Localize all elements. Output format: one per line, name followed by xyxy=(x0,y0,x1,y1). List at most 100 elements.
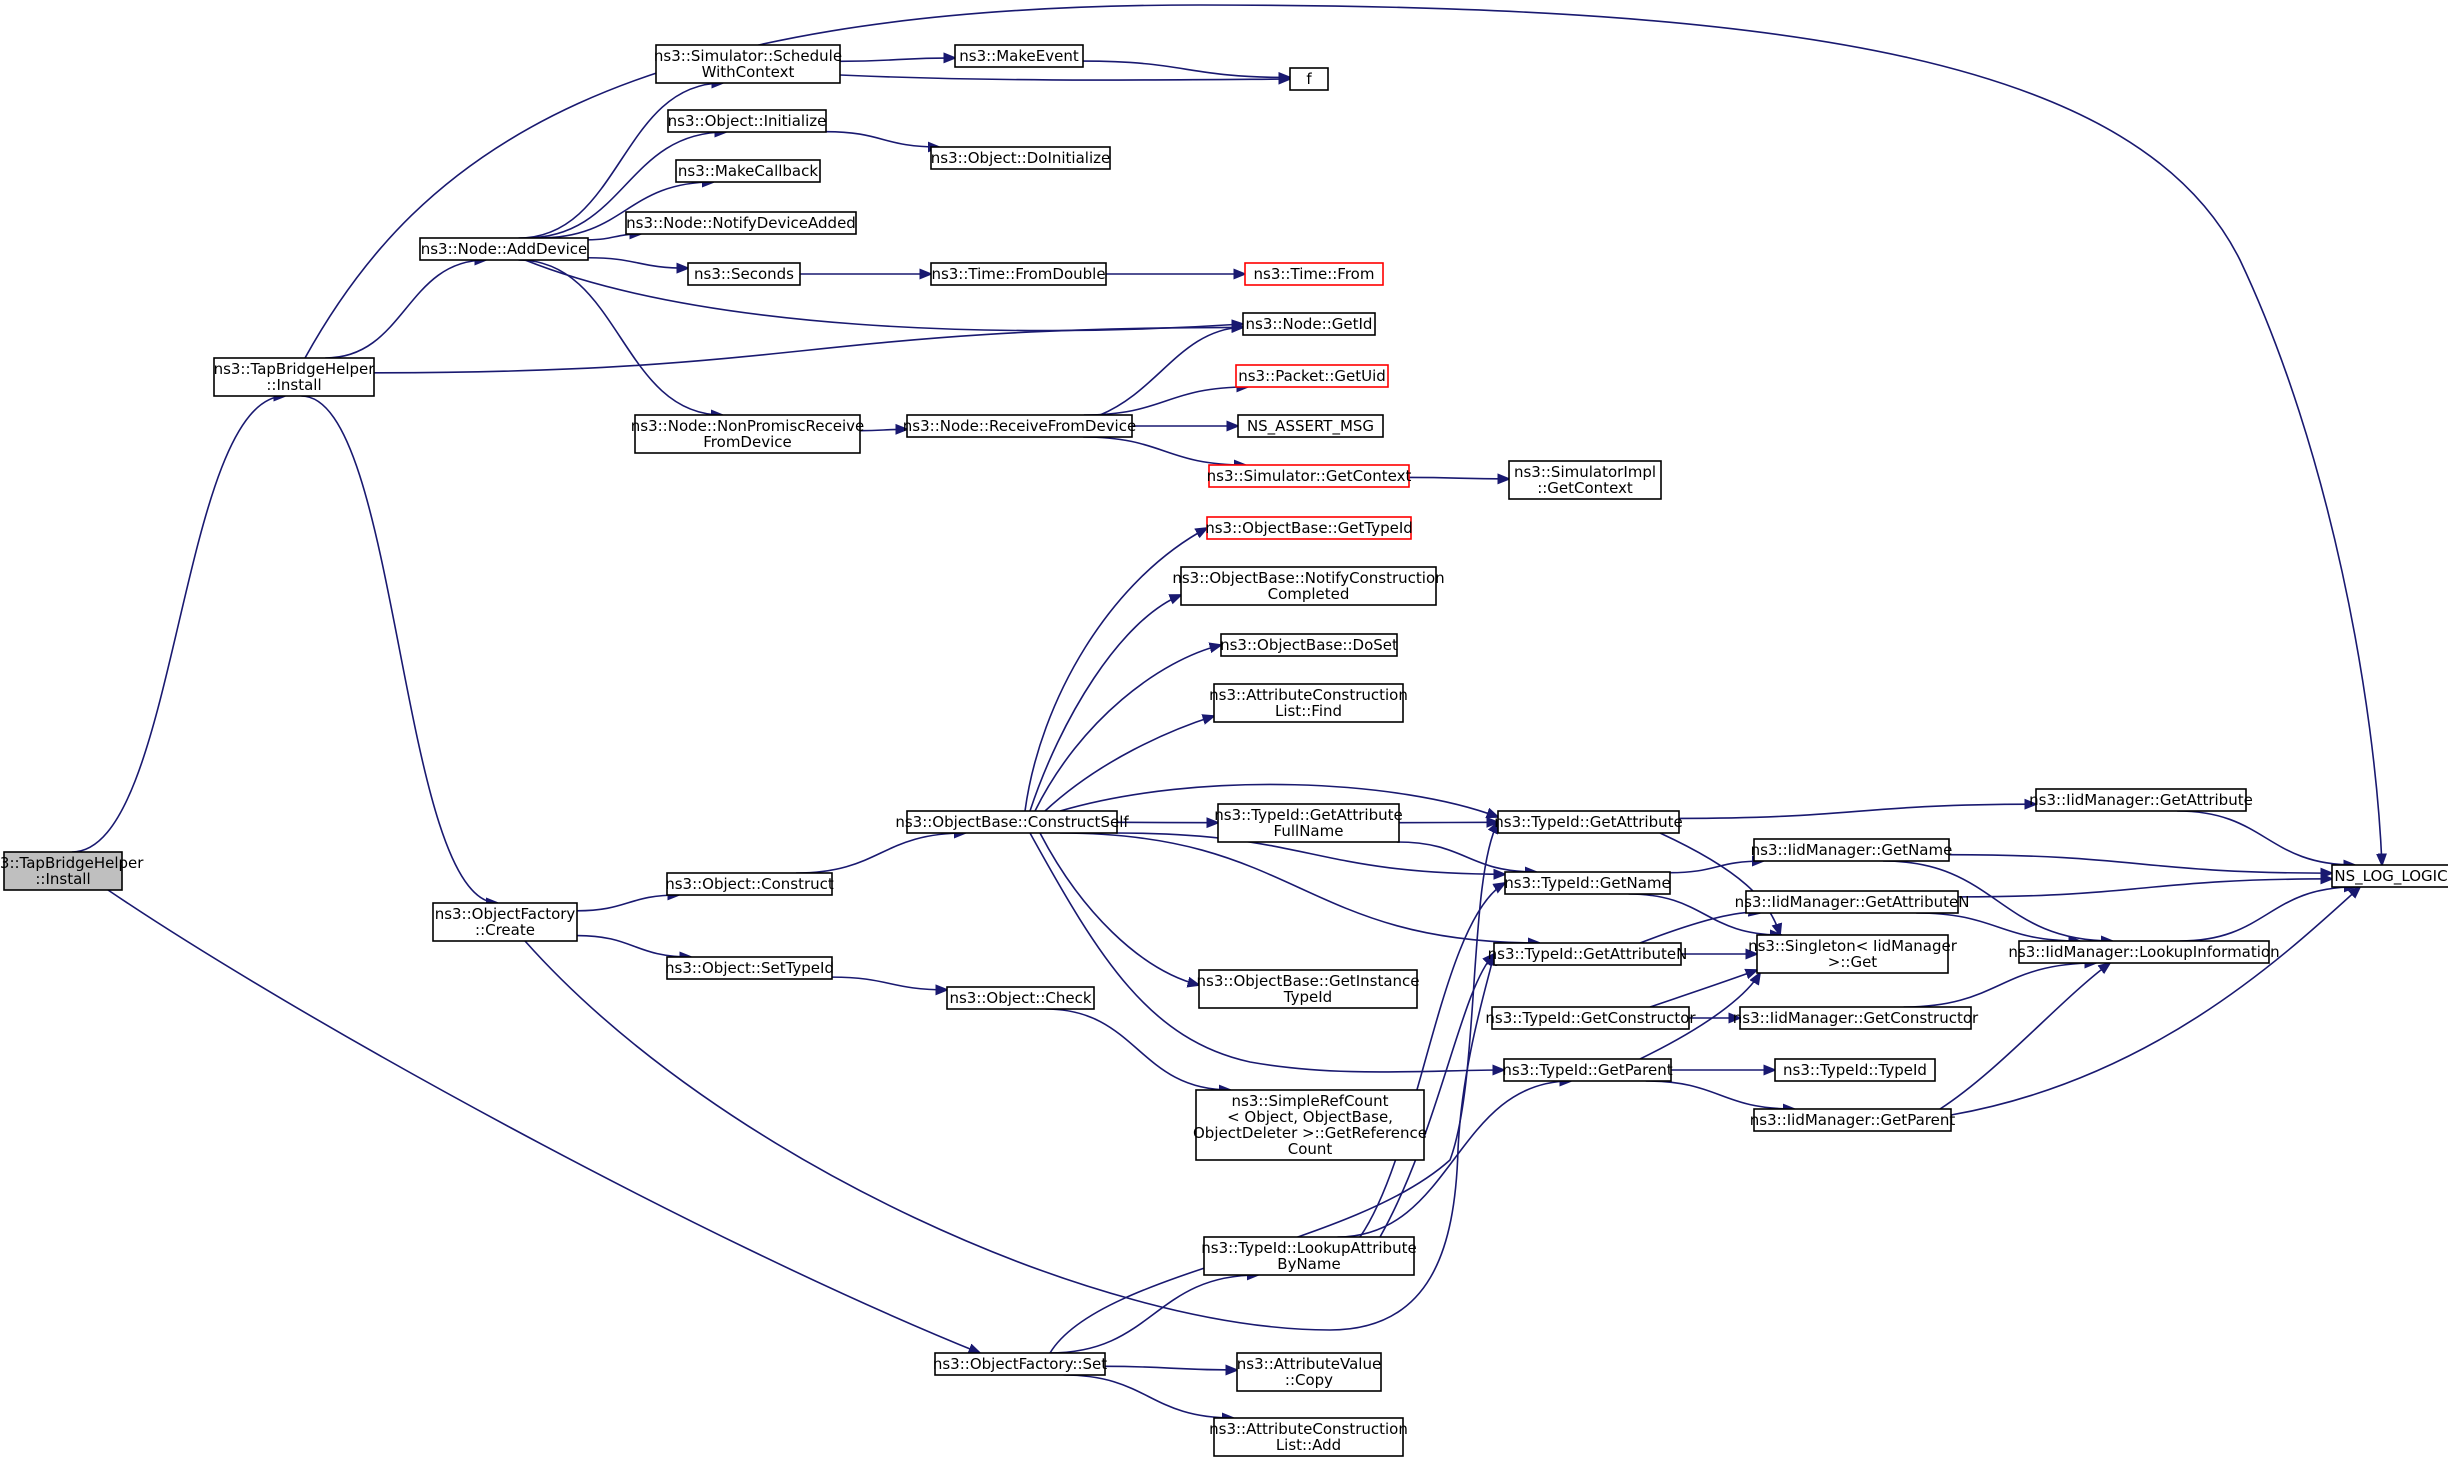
node-root[interactable]: ns3::TapBridgeHelper::Install xyxy=(0,851,144,891)
node-label: ns3::AttributeConstruction xyxy=(1209,686,1408,704)
node-objInit[interactable]: ns3::Object::Initialize xyxy=(667,109,827,133)
node-makeEvent[interactable]: ns3::MakeEvent xyxy=(954,44,1084,68)
node-seconds[interactable]: ns3::Seconds xyxy=(687,262,801,286)
edge-addDevice-to-schedWithCtx xyxy=(518,83,723,239)
edge-tidGetParent-to-singletonGet xyxy=(1639,973,1760,1060)
edge-install2-to-nodeGetId xyxy=(373,327,1243,374)
node-label: ns3::ObjectFactory::Set xyxy=(933,1355,1107,1373)
node-nsLogLogic[interactable]: NS_LOG_LOGIC xyxy=(2331,864,2448,888)
node-obDoSet[interactable]: ns3::ObjectBase::DoSet xyxy=(1220,633,1398,657)
node-obNotify[interactable]: ns3::ObjectBase::NotifyConstructionCompl… xyxy=(1172,566,1445,606)
node-label: ns3::MakeCallback xyxy=(678,162,818,180)
edge-objInit-to-objDoInit xyxy=(825,130,939,147)
edge-obConstructSelf-to-tidGetAttrN xyxy=(1059,832,1540,943)
node-label: ns3::TypeId::LookupAttribute xyxy=(1201,1239,1416,1257)
node-objConstruct[interactable]: ns3::Object::Construct xyxy=(665,872,834,896)
node-addDevice[interactable]: ns3::Node::AddDevice xyxy=(419,237,589,261)
edge-objCheck-to-simpleRefCount xyxy=(1045,1008,1231,1090)
edge-schedWithCtx-to-f xyxy=(839,75,1290,80)
node-tidGetParent[interactable]: ns3::TypeId::GetParent xyxy=(1502,1058,1673,1082)
edge-addDevice-to-nodeGetId xyxy=(524,259,1243,332)
node-objCheck[interactable]: ns3::Object::Check xyxy=(946,986,1095,1010)
edge-tidGetName-to-iidGetName xyxy=(1669,861,1764,874)
node-label: ns3::ObjectBase::DoSet xyxy=(1220,636,1398,654)
edge-obConstructSelf-to-obDoSet xyxy=(1034,645,1221,812)
node-iidGetName[interactable]: ns3::IidManager::GetName xyxy=(1751,838,1953,862)
node-label: ns3::AttributeConstruction xyxy=(1209,1420,1408,1438)
node-obConstructSelf[interactable]: ns3::ObjectBase::ConstructSelf xyxy=(895,810,1129,834)
node-iidGetAttr[interactable]: ns3::IidManager::GetAttribute xyxy=(2029,788,2253,812)
node-install2[interactable]: ns3::TapBridgeHelper::Install xyxy=(213,357,376,397)
node-label: ns3::Time::FromDouble xyxy=(931,265,1105,283)
node-box xyxy=(1217,803,1400,843)
node-simGetCtx[interactable]: ns3::Simulator::GetContext xyxy=(1207,464,1412,488)
node-simpleRefCount[interactable]: ns3::SimpleRefCount< Object, ObjectBase,… xyxy=(1193,1089,1427,1161)
node-box xyxy=(2331,864,2448,888)
node-box xyxy=(1756,934,1949,974)
node-tidTypeId[interactable]: ns3::TypeId::TypeId xyxy=(1774,1058,1936,1082)
node-label: WithContext xyxy=(702,63,795,81)
edge-makeEvent-to-f xyxy=(1082,60,1290,77)
node-box xyxy=(1753,838,1950,862)
node-tidGetCtor[interactable]: ns3::TypeId::GetConstructor xyxy=(1485,1006,1696,1030)
node-tidGetName[interactable]: ns3::TypeId::GetName xyxy=(1504,871,1671,895)
node-recvFromDev[interactable]: ns3::Node::ReceiveFromDevice xyxy=(903,414,1136,438)
node-iidGetCtor[interactable]: ns3::IidManager::GetConstructor xyxy=(1733,1006,1979,1030)
node-tidGetAttrN[interactable]: ns3::TypeId::GetAttributeN xyxy=(1488,942,1688,966)
node-label: List::Add xyxy=(1276,1436,1341,1454)
edge-objSetTypeId-to-objCheck xyxy=(831,976,947,990)
edge-obConstructSelf-to-tidGetAttr xyxy=(1059,783,1498,817)
node-timeFrom[interactable]: ns3::Time::From xyxy=(1244,262,1384,286)
node-box xyxy=(954,44,1084,68)
node-nodeGetId[interactable]: ns3::Node::GetId xyxy=(1242,312,1376,336)
edge-objFactSet-to-tidLookupAttr xyxy=(1049,1275,1258,1354)
node-box xyxy=(1213,1417,1404,1457)
node-simImplGetCtx[interactable]: ns3::SimulatorImpl::GetContext xyxy=(1508,460,1662,500)
node-assertMsg[interactable]: NS_ASSERT_MSG xyxy=(1237,414,1384,438)
node-box xyxy=(1753,1108,1952,1132)
node-box xyxy=(2035,788,2247,812)
node-f[interactable]: f xyxy=(1289,67,1329,91)
node-objFactSet[interactable]: ns3::ObjectFactory::Set xyxy=(933,1352,1107,1376)
node-objSetTypeId[interactable]: ns3::Object::SetTypeId xyxy=(665,956,834,980)
edge-addDevice-to-objInit xyxy=(524,132,726,239)
node-iidGetAttrN[interactable]: ns3::IidManager::GetAttributeN xyxy=(1735,890,1970,914)
node-singletonGet[interactable]: ns3::Singleton< IidManager >::Get xyxy=(1748,934,1958,974)
node-objDoInit[interactable]: ns3::Object::DoInitialize xyxy=(930,146,1111,170)
node-label: ns3::TypeId::GetParent xyxy=(1502,1061,1672,1079)
node-iidLookupInfo[interactable]: ns3::IidManager::LookupInformation xyxy=(2008,940,2280,964)
node-label: ns3::IidManager::GetAttribute xyxy=(2029,791,2253,809)
edge-tidGetAttrN-to-iidGetAttrN xyxy=(1639,912,1760,944)
node-label: ns3::IidManager::LookupInformation xyxy=(2008,943,2279,961)
node-tidGetAttr[interactable]: ns3::TypeId::GetAttribute xyxy=(1494,810,1683,834)
node-fromDouble[interactable]: ns3::Time::FromDouble xyxy=(930,262,1107,286)
node-objFactCreate[interactable]: ns3::ObjectFactory::Create xyxy=(432,902,578,942)
node-label: ns3::Object::Initialize xyxy=(668,112,827,130)
node-box xyxy=(930,262,1107,286)
edge-tidGetAttrFull-to-tidGetName xyxy=(1396,841,1537,872)
node-notifyDevAdded[interactable]: ns3::Node::NotifyDeviceAdded xyxy=(625,211,857,235)
node-label: ns3::Object::DoInitialize xyxy=(931,149,1110,167)
node-label: ns3::Singleton< IidManager xyxy=(1748,937,1958,955)
node-iidGetParent[interactable]: ns3::IidManager::GetParent xyxy=(1750,1108,1956,1132)
edge-iidGetName-to-nsLogLogic xyxy=(1948,853,2332,873)
node-obGetTypeId[interactable]: ns3::ObjectBase::GetTypeId xyxy=(1205,516,1413,540)
node-pktGetUid[interactable]: ns3::Packet::GetUid xyxy=(1235,364,1389,388)
node-label: ns3::ObjectBase::NotifyConstruction xyxy=(1172,569,1444,587)
node-attrValCopy[interactable]: ns3::AttributeValue::Copy xyxy=(1236,1352,1382,1392)
node-label: ns3::IidManager::GetAttributeN xyxy=(1735,893,1970,911)
node-box xyxy=(432,902,578,942)
node-label: FromDevice xyxy=(703,433,791,451)
edge-tidLookupAttr-to-tidGetParent xyxy=(1337,1081,1571,1238)
node-box xyxy=(1497,810,1680,834)
node-makeCallback[interactable]: ns3::MakeCallback xyxy=(675,159,821,183)
node-label: Completed xyxy=(1268,585,1350,603)
node-label: >::Get xyxy=(1828,953,1878,971)
